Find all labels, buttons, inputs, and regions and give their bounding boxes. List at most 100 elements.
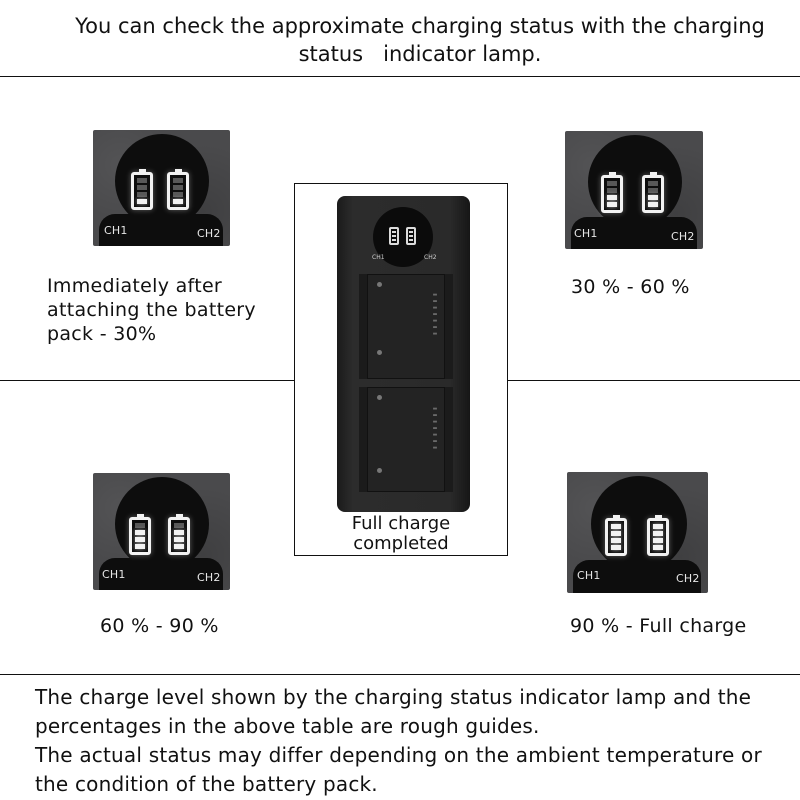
ch2-battery-icon — [167, 169, 189, 210]
slot-contact — [377, 282, 382, 287]
caption-initial: Immediately after attaching the battery … — [47, 274, 297, 346]
ch2-battery-icon — [168, 514, 190, 555]
battery-segment-1 — [607, 202, 617, 207]
indicator-disc-lip — [99, 214, 223, 246]
header-text: You can check the approximate charging s… — [40, 12, 800, 68]
slot-contact — [377, 350, 382, 355]
battery-cap — [176, 514, 183, 517]
top-divider — [0, 76, 800, 77]
middle-divider-right — [508, 380, 800, 381]
ch2-label: CH2 — [671, 230, 695, 243]
battery-segment-2 — [653, 538, 663, 543]
charger-ch1-label: CH1 — [372, 254, 385, 261]
indicator-panel-30-60: CH1 CH2 — [565, 131, 703, 249]
battery-segment-4 — [135, 523, 145, 528]
battery-segment-2 — [137, 192, 147, 197]
caption-line: attaching the battery — [47, 299, 256, 321]
slot-rail — [445, 387, 453, 492]
indicator-disc — [115, 134, 209, 228]
caption-line: Immediately after — [47, 275, 223, 297]
footer-line-3: The actual status may differ depending o… — [35, 743, 762, 767]
battery-segment-3 — [607, 188, 617, 193]
battery-segment-4 — [137, 178, 147, 183]
caption-line: 60 % - 90 % — [100, 615, 219, 637]
footer-line-2: percentages in the above table are rough… — [35, 714, 540, 738]
footer-line-1: The charge level shown by the charging s… — [35, 685, 752, 709]
battery-segment-2 — [648, 195, 658, 200]
battery-segment-2 — [174, 537, 184, 542]
slot-model-marking: ▬▬▬▬▬▬▬ — [432, 292, 438, 338]
battery-segment-3 — [173, 185, 183, 190]
ch2-label: CH2 — [676, 572, 700, 585]
slot-contact — [377, 395, 382, 400]
charger-indicator-disc — [373, 207, 433, 267]
slot-contact — [377, 468, 382, 473]
battery-segment-1 — [611, 545, 621, 550]
slot-rail — [445, 274, 453, 379]
ch1-label: CH1 — [102, 568, 126, 581]
battery-segment-1 — [653, 545, 663, 550]
bottom-divider — [0, 674, 800, 675]
ch1-battery-icon — [389, 227, 399, 245]
footer-line-4: the condition of the battery pack. — [35, 772, 378, 796]
center-caption-line-1: Full charge — [351, 513, 451, 534]
caption-line: 30 % - 60 % — [571, 276, 690, 298]
center-caption: Full charge completed — [295, 514, 507, 554]
caption-line: 90 % - Full charge — [570, 615, 747, 637]
indicator-disc-lip — [99, 558, 223, 590]
ch1-label: CH1 — [104, 224, 128, 237]
battery-segment-3 — [653, 531, 663, 536]
battery-segment-3 — [135, 530, 145, 535]
ch1-battery-icon — [129, 514, 151, 555]
battery-segment-3 — [648, 188, 658, 193]
caption-90-full: 90 % - Full charge — [570, 614, 790, 638]
caption-60-90: 60 % - 90 % — [100, 614, 300, 638]
ch1-label: CH1 — [574, 227, 598, 240]
slot-model-marking: ▬▬▬▬▬▬▬ — [432, 406, 438, 452]
ch1-label: CH1 — [577, 569, 601, 582]
slot-rail — [359, 387, 367, 492]
battery-segment-2 — [135, 537, 145, 542]
battery-segment-1 — [137, 199, 147, 204]
battery-segment-4 — [174, 523, 184, 528]
battery-cap — [609, 172, 616, 175]
battery-cap — [655, 515, 662, 518]
battery-segment-4 — [611, 524, 621, 529]
middle-divider-left — [0, 380, 294, 381]
indicator-disc-lip — [571, 217, 697, 249]
battery-segment-3 — [174, 530, 184, 535]
battery-segment-3 — [611, 531, 621, 536]
ch1-battery-icon — [601, 172, 623, 213]
battery-slot-lower — [367, 387, 445, 492]
ch2-battery-icon — [647, 515, 669, 556]
ch2-label: CH2 — [197, 571, 221, 584]
battery-segment-4 — [648, 181, 658, 186]
ch1-battery-icon — [605, 515, 627, 556]
battery-segment-4 — [173, 178, 183, 183]
center-caption-line-2: completed — [353, 533, 449, 554]
battery-segment-1 — [135, 544, 145, 549]
battery-segment-4 — [607, 181, 617, 186]
slot-rail — [359, 274, 367, 379]
battery-segment-4 — [653, 524, 663, 529]
battery-slot-upper — [367, 274, 445, 379]
battery-cap — [175, 169, 182, 172]
ch2-label: CH2 — [197, 227, 221, 240]
battery-cap — [139, 169, 146, 172]
header-line-1: You can check the approximate charging s… — [75, 14, 765, 38]
battery-segment-3 — [137, 185, 147, 190]
battery-cap — [650, 172, 657, 175]
battery-cap — [613, 515, 620, 518]
battery-segment-1 — [174, 544, 184, 549]
charger-image: ▬▬▬▬▬▬▬ ▬▬▬▬▬▬▬ — [337, 196, 470, 512]
battery-cap — [137, 514, 144, 517]
indicator-disc-lip — [573, 560, 701, 593]
ch2-battery-icon — [642, 172, 664, 213]
ch2-battery-icon — [406, 227, 416, 245]
caption-line: pack - 30% — [47, 323, 157, 345]
battery-segment-1 — [648, 202, 658, 207]
indicator-panel-90-full: CH1 CH2 — [567, 472, 708, 593]
battery-segment-2 — [611, 538, 621, 543]
footer-note: The charge level shown by the charging s… — [35, 683, 795, 799]
battery-segment-2 — [173, 192, 183, 197]
